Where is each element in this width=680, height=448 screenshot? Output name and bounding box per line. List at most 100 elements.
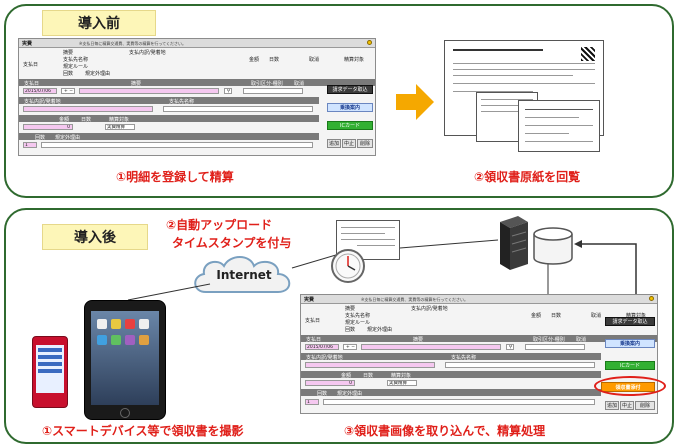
label-day: 日数 — [269, 57, 280, 63]
bar-summary-label: 摘要 — [131, 81, 142, 87]
label2-amount: 金額 — [531, 313, 542, 319]
bar-amount-label: 金額 — [59, 117, 70, 123]
delete2-button[interactable]: 削除 — [635, 401, 655, 410]
label2-day: 日数 — [551, 313, 562, 319]
header-bar-1: 支払日 摘要 取引区分-種別 取消 — [19, 79, 375, 87]
import-data2-button[interactable]: 請求データ取込 — [605, 317, 655, 326]
label-payee: 支払先名称 — [63, 57, 89, 63]
app-title: 実費 — [22, 41, 33, 47]
bar-cancel-label: 取消 — [294, 81, 305, 87]
ic-card2-button[interactable]: ICカード — [605, 361, 655, 370]
detail-field[interactable] — [23, 106, 153, 112]
label2-reason: 規定外理由 — [367, 327, 393, 333]
type-field[interactable] — [243, 88, 303, 94]
internet-label: Internet — [216, 268, 272, 282]
after-caption-device: ①スマートデバイス等で領収書を撮影 — [42, 424, 244, 438]
app2-notice: ※支払日毎に精算交通費、実費等の精算を行ってください。 — [361, 296, 469, 302]
label-summary: 摘要 — [63, 50, 74, 56]
server-icon — [500, 216, 528, 270]
import-data-button[interactable]: 請求データ取込 — [327, 85, 373, 94]
smartphone-screen — [36, 345, 64, 393]
bar2-count-label: 回数 — [317, 391, 328, 397]
target-select[interactable]: 実費精算 — [105, 124, 135, 130]
header-bar-3: 金額 日数 精算対象 — [19, 115, 319, 123]
app-notice: ※支払日毎に精算交通費、実費等の精算を行ってください。 — [79, 40, 187, 46]
payee-field[interactable] — [163, 106, 313, 112]
stop-button[interactable]: 中止 — [342, 139, 356, 148]
label-amount: 金額 — [249, 57, 260, 63]
upload-caption-line1: ②自動アップロード — [166, 218, 273, 232]
ic-card-button[interactable]: ICカード — [327, 121, 373, 130]
before-caption-right: ②領収書原紙を回覧 — [474, 170, 581, 184]
app2-titlebar: 実費 ※支払日毎に精算交通費、実費等の精算を行ってください。 — [301, 295, 657, 304]
count-field[interactable]: 1 — [23, 142, 37, 148]
bar-target-label: 精算対象 — [109, 117, 130, 123]
label2-cancel: 取消 — [591, 313, 602, 319]
summary2-field[interactable] — [361, 344, 501, 350]
type2-field[interactable] — [525, 344, 585, 350]
bar2-amount-label: 金額 — [341, 373, 352, 379]
date-picker-button[interactable]: + − — [61, 88, 75, 94]
detail2-field[interactable] — [305, 362, 435, 368]
bar2-payee-label: 支払先名称 — [451, 355, 477, 361]
bar2-target-label: 精算対象 — [391, 373, 412, 379]
bar-day-label: 日数 — [81, 117, 92, 123]
payee2-field[interactable] — [445, 362, 595, 368]
label2-payee: 支払先名称 — [345, 313, 371, 319]
date2-field[interactable]: 2015/07/06 — [305, 344, 339, 350]
bar2-summary-label: 摘要 — [413, 337, 424, 343]
after-caption-process: ③領収書画像を取り込んで、精算処理 — [344, 424, 546, 438]
before-title: 導入前 — [42, 10, 156, 36]
summary-field[interactable] — [79, 88, 219, 94]
label-rule: 規定ルール — [63, 64, 89, 70]
bar2-date-label: 支払日 — [306, 337, 322, 343]
reason-field[interactable] — [41, 142, 313, 148]
bar2-type-label: 取引区分-種別 — [533, 337, 565, 343]
label2-payment-detail: 支払内訳/発着地 — [411, 306, 448, 312]
receipt-document-front — [518, 100, 600, 152]
label-payment-detail: 支払内訳/発着地 — [129, 50, 166, 56]
label2-rule: 規定ルール — [345, 320, 371, 326]
label2-side-date: 支払日 — [305, 318, 321, 324]
label2-summary: 摘要 — [345, 306, 356, 312]
reason2-field[interactable] — [323, 399, 595, 405]
clock-icon — [331, 249, 365, 283]
bar-count-label: 回数 — [35, 135, 46, 141]
header2-bar-3: 金額 日数 精算対象 — [301, 371, 601, 379]
bar2-detail-label: 支払内訳/発着地 — [306, 355, 343, 361]
attach-highlight-ring — [594, 376, 666, 396]
transfer-guide2-button[interactable]: 乗換案内 — [605, 339, 655, 348]
amount-field[interactable]: 0 — [23, 124, 73, 130]
stop2-button[interactable]: 中止 — [620, 401, 634, 410]
add-button[interactable]: 追加 — [327, 139, 341, 148]
tablet-home-button — [120, 408, 130, 418]
label2-target: 精算対象 — [626, 313, 647, 319]
bar2-cancel-label: 取消 — [576, 337, 587, 343]
count2-field[interactable]: 1 — [305, 399, 319, 405]
bar2-day-label: 日数 — [363, 373, 374, 379]
after-title: 導入後 — [42, 224, 148, 250]
help2-icon[interactable] — [649, 296, 654, 301]
target2-select[interactable]: 実費精算 — [387, 380, 417, 386]
help-icon[interactable] — [367, 40, 372, 45]
amount2-field[interactable]: 0 — [305, 380, 355, 386]
transfer-guide-button[interactable]: 乗換案内 — [327, 103, 373, 112]
app-titlebar: 実費 ※支払日毎に精算交通費、実費等の精算を行ってください。 — [19, 39, 375, 48]
header-bar-4: 回数 規定外理由 — [19, 133, 319, 141]
label-reason: 規定外理由 — [85, 71, 111, 77]
header2-bar-1: 支払日 摘要 取引区分-種別 取消 — [301, 335, 657, 343]
header2-bar-2: 支払内訳/発着地 支払先名称 — [301, 353, 601, 361]
tablet-screen — [91, 311, 159, 405]
header2-bar-4: 回数 規定外理由 — [301, 389, 601, 397]
tablet-device — [84, 300, 166, 420]
label-count: 回数 — [63, 71, 74, 77]
date-field[interactable]: 2015/07/06 — [23, 88, 57, 94]
date2-picker-button[interactable]: + − — [343, 344, 357, 350]
search2-button[interactable]: ⚲ — [506, 344, 514, 350]
qr-code-icon — [581, 47, 595, 61]
app2-title: 実費 — [304, 297, 315, 303]
delete-button[interactable]: 削除 — [357, 139, 373, 148]
internet-cloud-icon — [194, 256, 291, 293]
search-button[interactable]: ⚲ — [224, 88, 232, 94]
add2-button[interactable]: 追加 — [605, 401, 619, 410]
